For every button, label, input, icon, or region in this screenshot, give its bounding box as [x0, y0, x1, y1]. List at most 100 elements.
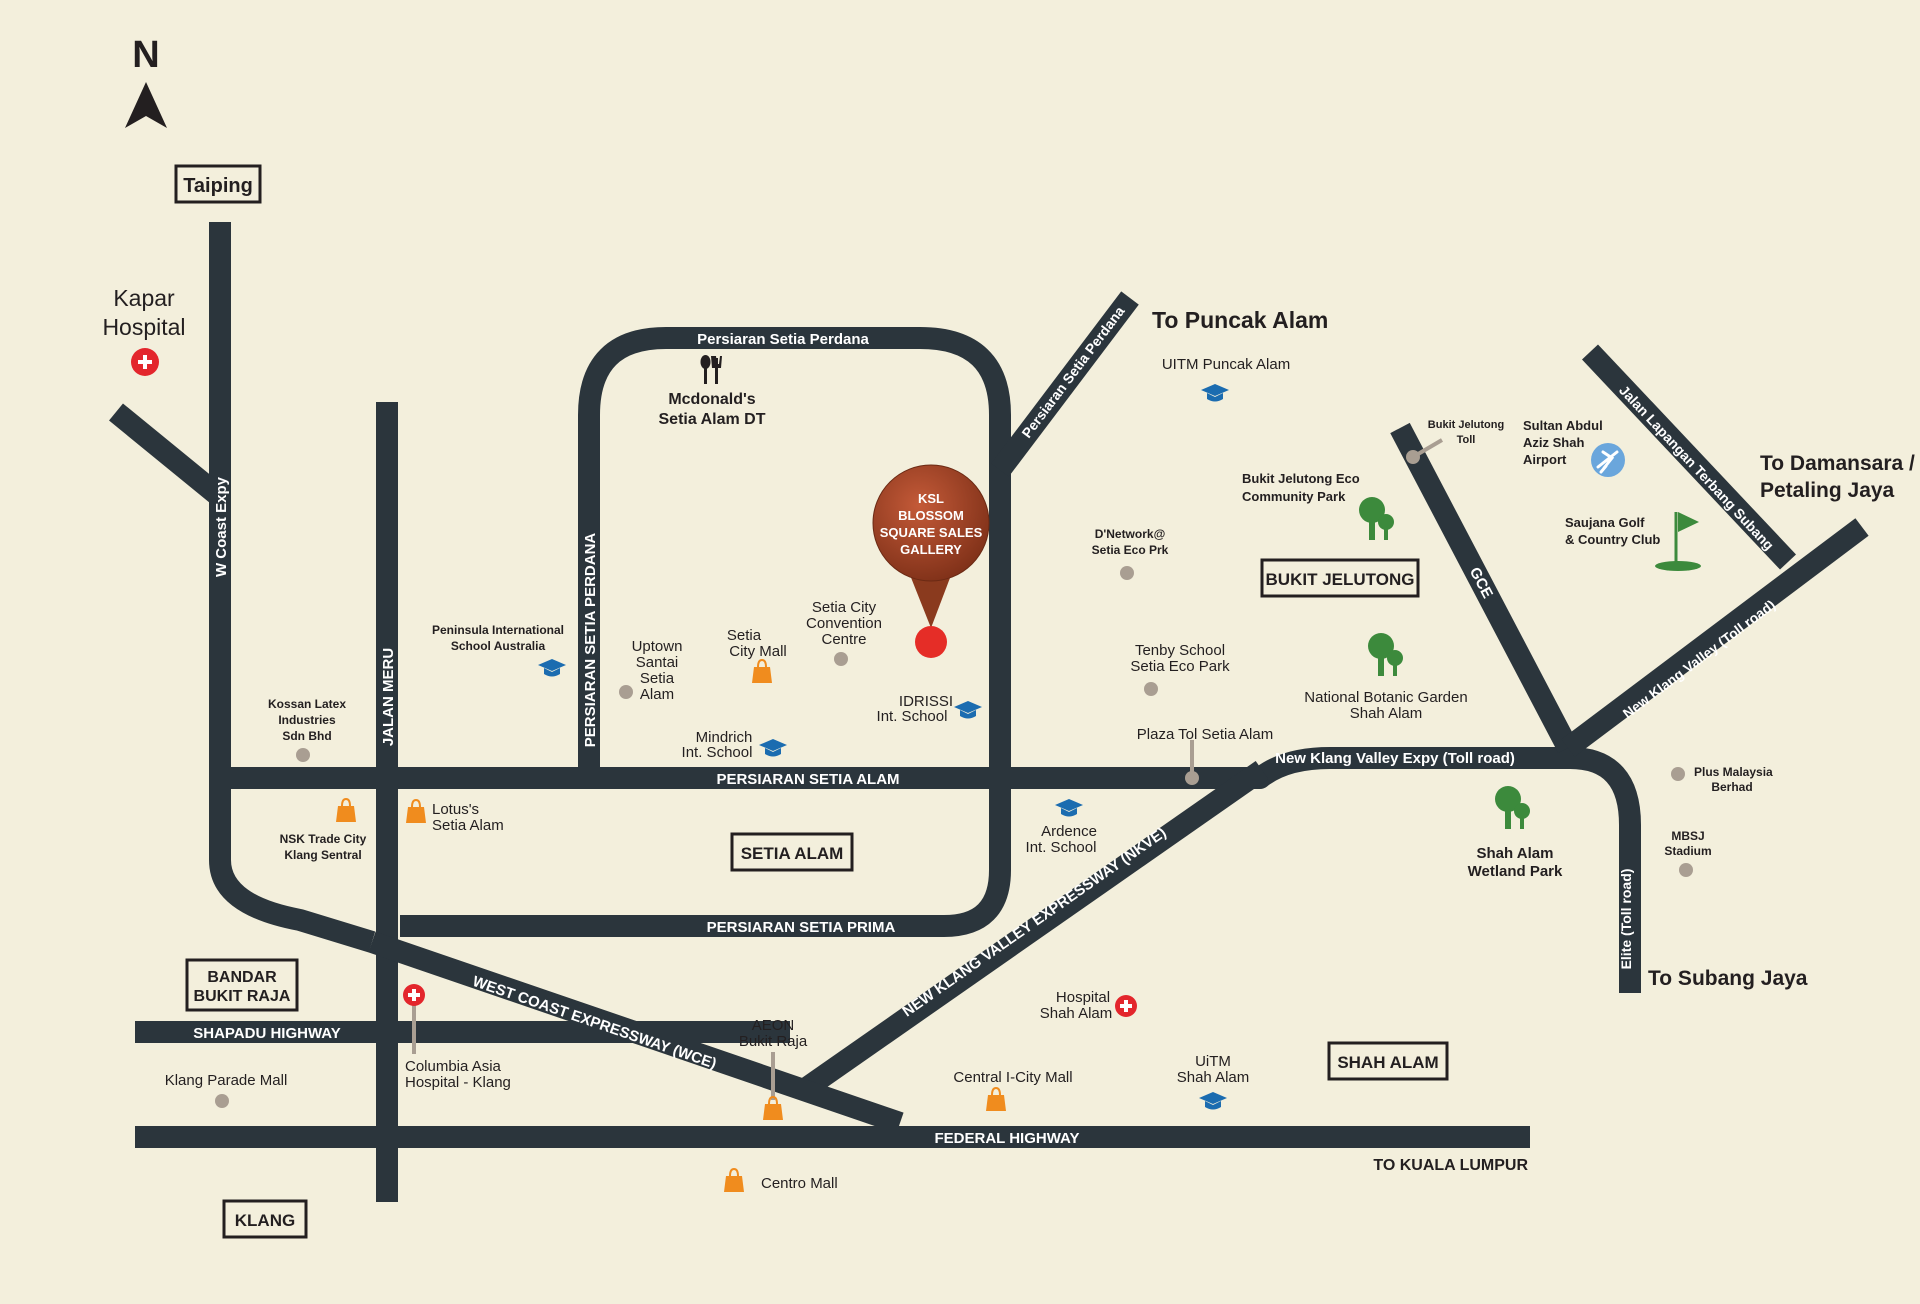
botanic-garden-label-1: National Botanic Garden: [1304, 689, 1467, 706]
tenby-label-1: Tenby School: [1135, 642, 1225, 659]
klang-label: KLANG: [235, 1211, 295, 1230]
graduation-cap-icon[interactable]: [538, 659, 566, 677]
plaza-tol-dot-icon[interactable]: [1185, 771, 1199, 785]
marker-pin-head: [872, 464, 990, 582]
mbsj-label-2: Stadium: [1664, 844, 1711, 858]
lotus-label-2: Setia Alam: [432, 817, 504, 834]
road-label-jalan-meru: JALAN MERU: [380, 648, 397, 746]
nsk-label-2: Klang Sentral: [284, 848, 361, 862]
to-kuala-lumpur-label: TO KUALA LUMPUR: [1373, 1157, 1528, 1174]
compass-north-label: N: [132, 34, 159, 76]
ksl-blossom-marker[interactable]: KSL BLOSSOM SQUARE SALES GALLERY: [872, 464, 990, 658]
bukit-jelutong-toll-label-1: Bukit Jelutong: [1428, 419, 1504, 431]
road-label-w-coast-expy: W Coast Expy: [213, 476, 230, 577]
tree-icon[interactable]: [1359, 497, 1394, 540]
klang-parade-dot-icon[interactable]: [215, 1094, 229, 1108]
airport-label-2: Aziz Shah: [1523, 435, 1584, 450]
uptown-label-3: Setia: [640, 670, 675, 687]
road-label-persiaran-setia-prima: PERSIARAN SETIA PRIMA: [707, 919, 896, 936]
restaurant-icon[interactable]: [700, 355, 723, 384]
mbsj-label-1: MBSJ: [1671, 829, 1704, 843]
north-arrow-icon: [125, 82, 167, 128]
setia-city-mall-label-2: City Mall: [729, 643, 787, 660]
airport-icon[interactable]: [1591, 443, 1625, 477]
tenby-dot-icon[interactable]: [1144, 682, 1158, 696]
saujana-golf-label-1: Saujana Golf: [1565, 515, 1645, 530]
to-puncak-alam-label: To Puncak Alam: [1152, 307, 1328, 333]
kossan-label-2: Industries: [278, 713, 336, 727]
shopping-bag-icon[interactable]: [724, 1167, 744, 1192]
persiaran-setia-perdana-diagonal-road: [991, 291, 1139, 477]
bandar-bukit-raja-label-2: BUKIT RAJA: [194, 988, 291, 1005]
tree-icon[interactable]: [1495, 786, 1530, 829]
dnetwork-label-1: D'Network@: [1095, 527, 1166, 541]
marker-label-4: GALLERY: [900, 542, 962, 557]
wetland-park-label-2: Wetland Park: [1468, 863, 1563, 880]
graduation-cap-icon[interactable]: [1055, 799, 1083, 817]
setia-city-mall-label-1: Setia: [727, 627, 762, 644]
shopping-bag-icon[interactable]: [336, 797, 356, 822]
hospital-cross-icon[interactable]: [131, 348, 159, 376]
road-label-new-klang-valley-expy: New Klang Valley Expy (Toll road): [1275, 750, 1515, 767]
hospital-cross-icon[interactable]: [1115, 995, 1137, 1017]
shopping-bag-icon[interactable]: [763, 1095, 783, 1120]
road-network: [109, 222, 1869, 1202]
shah-alam-box: [1327, 1041, 1449, 1081]
convention-centre-label-3: Centre: [821, 631, 866, 648]
aeon-label-1: AEON: [752, 1017, 795, 1034]
shopping-bag-icon[interactable]: [406, 798, 426, 823]
bukit-jelutong-label: BUKIT JELUTONG: [1266, 570, 1415, 589]
bukit-jelutong-toll-dot-icon[interactable]: [1406, 450, 1420, 464]
marker-location-dot: [915, 626, 947, 658]
ardence-label-2: Int. School: [1026, 839, 1097, 856]
tree-icon[interactable]: [1368, 633, 1403, 676]
dnetwork-dot-icon[interactable]: [1120, 566, 1134, 580]
idrissi-label-2: Int. School: [877, 708, 948, 725]
golf-flag-icon[interactable]: [1655, 512, 1701, 571]
road-label-shapadu-highway: SHAPADU HIGHWAY: [193, 1025, 341, 1042]
tenby-label-2: Setia Eco Park: [1130, 658, 1230, 675]
peninsula-school-label-1: Peninsula International: [432, 623, 564, 637]
nsk-label-1: NSK Trade City: [280, 832, 367, 846]
klang-parade-label: Klang Parade Mall: [165, 1072, 288, 1089]
convention-centre-dot-icon[interactable]: [834, 652, 848, 666]
centro-mall-label: Centro Mall: [761, 1175, 838, 1192]
kossan-label-1: Kossan Latex: [268, 697, 346, 711]
eco-park-label-1: Bukit Jelutong Eco: [1242, 471, 1360, 486]
dnetwork-label-2: Setia Eco Prk: [1092, 543, 1169, 557]
hospital-shah-alam-label-2: Shah Alam: [1040, 1005, 1113, 1022]
shopping-bag-icon[interactable]: [752, 658, 772, 683]
graduation-cap-icon[interactable]: [759, 739, 787, 757]
nkve-road: [801, 760, 1269, 1097]
kossan-label-3: Sdn Bhd: [282, 729, 331, 743]
hospital-cross-icon[interactable]: [403, 984, 425, 1006]
plus-malaysia-dot-icon[interactable]: [1671, 767, 1685, 781]
uitm-puncak-alam-label: UITM Puncak Alam: [1162, 356, 1290, 373]
to-damansara-label-1: To Damansara /: [1760, 452, 1915, 475]
taiping-box: [174, 164, 262, 204]
shah-alam-label: SHAH ALAM: [1337, 1053, 1438, 1072]
uptown-dot-icon[interactable]: [619, 685, 633, 699]
kossan-dot-icon[interactable]: [296, 748, 310, 762]
graduation-cap-icon[interactable]: [954, 701, 982, 719]
peninsula-school-label-2: School Australia: [451, 639, 546, 653]
central-icity-label: Central I-City Mall: [953, 1069, 1072, 1086]
mindrich-label-1: Mindrich: [696, 729, 753, 746]
mcdonalds-label-1: Mcdonald's: [668, 391, 755, 408]
mbsj-dot-icon[interactable]: [1679, 863, 1693, 877]
area-labels: Taiping BUKIT JELUTONG SETIA ALAM BANDAR…: [174, 164, 1449, 1239]
graduation-cap-icon[interactable]: [1199, 1092, 1227, 1110]
compass: N: [125, 34, 167, 128]
gce-road: [1390, 422, 1578, 754]
direction-labels: To Puncak Alam To Damansara / Petaling J…: [1152, 307, 1915, 1174]
shopping-bag-icon[interactable]: [986, 1086, 1006, 1111]
plus-malaysia-label-1: Plus Malaysia: [1694, 765, 1773, 779]
convention-centre-label-2: Convention: [806, 615, 882, 632]
kapar-road: [109, 403, 227, 506]
marker-label-3: SQUARE SALES: [880, 525, 983, 540]
bandar-bukit-raja-label-1: BANDAR: [207, 969, 277, 986]
w-coast-expy-road: [209, 222, 376, 953]
graduation-cap-icon[interactable]: [1201, 384, 1229, 402]
plus-malaysia-label-2: Berhad: [1711, 780, 1752, 794]
